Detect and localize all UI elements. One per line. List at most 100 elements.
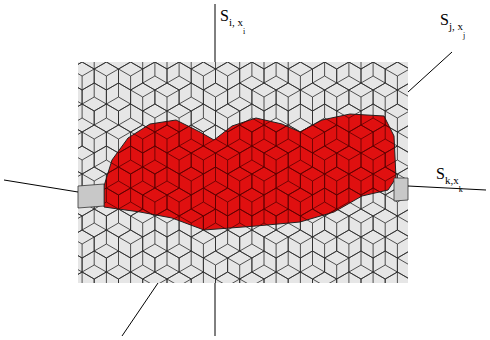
rhombus-edge [78,209,82,237]
rhombus-edge [203,251,227,279]
red-rhombus-edge [240,230,264,258]
rhombus-edge [191,104,215,132]
red-rhombus-edge [482,146,490,174]
rhombus-edge [94,62,118,90]
red-rhombus-edge [397,251,421,279]
line-label: Sj, xj [440,12,465,28]
red-rhombus-edge [82,209,106,237]
red-rhombus-edge [106,167,130,195]
red-rhombus-edge [288,230,312,258]
rhombus-edge [94,230,118,258]
red-rhombus-edge [446,167,470,195]
red-rhombus-edge [458,272,482,300]
red-rhombus-edge [264,188,288,216]
red-rhombus-edge [155,251,179,279]
red-rhombus-edge [143,230,167,258]
rhombus-edge [216,62,240,90]
rhombus-edge [94,272,118,283]
red-rhombus-edge [58,125,82,153]
red-rhombus-edge [143,104,167,132]
red-rhombus-edge [82,41,106,69]
red-rhombus-edge [131,125,155,153]
red-rhombus-edge [252,293,276,321]
red-rhombus-edge [264,20,288,48]
red-rhombus-edge [70,272,94,300]
red-rhombus-edge [119,272,143,300]
red-rhombus-edge [143,20,167,48]
red-rhombus-edge [179,167,203,195]
rhombus-edge [361,230,385,258]
red-rhombus-edge [422,209,446,237]
red-rhombus-edge [240,62,264,90]
red-rhombus-edge [228,167,252,195]
red-rhombus-edge [70,146,94,174]
red-rhombus-edge [410,146,434,174]
red-rhombus-edge [203,83,227,111]
red-rhombus-edge [337,188,361,216]
rhombus-edge [373,251,397,279]
red-rhombus-edge [106,209,130,237]
red-rhombus-edge [264,104,288,132]
red-rhombus-edge [276,167,300,195]
red-rhombus-edge [228,209,252,237]
red-rhombus-edge [34,125,58,153]
red-rhombus-edge [34,209,58,237]
red-rhombus-edge [337,146,361,174]
red-rhombus-edge [94,272,118,300]
red-rhombus-edge [70,230,94,258]
red-rhombus-edge [264,230,288,258]
red-rhombus-edge [337,104,361,132]
red-rhombus-edge [361,104,385,132]
red-rhombus-edge [264,272,288,300]
red-rhombus-edge [94,62,118,90]
red-rhombus-edge [434,62,458,90]
red-rhombus-edge [216,146,240,174]
right-strip [394,178,408,201]
red-rhombus-edge [191,188,215,216]
red-rhombus-edge [361,62,385,90]
red-rhombus-edge [82,293,106,321]
red-rhombus-edge [58,83,82,111]
red-rhombus-edge [325,293,349,321]
red-rhombus-edge [119,104,143,132]
red-rhombus-edge [106,251,130,279]
red-rhombus-edge [300,83,324,111]
rhombus-edge [337,62,361,90]
left-strip [78,184,104,208]
red-rhombus-edge [470,209,490,237]
rhombus-edge [288,272,312,283]
rhombus-edge [82,62,106,69]
red-rhombus-edge [410,188,434,216]
red-rhombus-edge [179,125,203,153]
red-rhombus-edge [397,83,421,111]
red-rhombus-edge [167,146,191,174]
red-rhombus-edge [373,251,397,279]
rhombus-edge [264,230,288,258]
rhombus-edge [373,62,397,69]
red-rhombus-edge [167,272,191,300]
red-rhombus-edge [482,272,490,300]
rhombus-edge [78,104,94,132]
red-rhombus-edge [216,104,240,132]
red-rhombus-edge [288,188,312,216]
red-rhombus-edge [264,146,288,174]
red-rhombus-edge [300,209,324,237]
rhombus-edge [131,62,155,69]
red-rhombus-edge [373,209,397,237]
red-rhombus-edge [349,125,373,153]
rhombus-edge [78,251,82,279]
red-tiling [34,20,490,321]
rhombus-edge [300,83,324,111]
rhombus-edge [155,83,179,111]
red-rhombus-edge [349,41,373,69]
red-rhombus-edge [300,251,324,279]
red-rhombus-edge [482,188,490,216]
red-rhombus-edge [313,272,337,300]
red-rhombus-edge [228,251,252,279]
rhombus-edge [94,104,118,132]
red-rhombus-edge [300,293,324,321]
red-rhombus-edge [288,104,312,132]
red-rhombus-edge [385,62,409,90]
red-rhombus-edge [82,125,106,153]
